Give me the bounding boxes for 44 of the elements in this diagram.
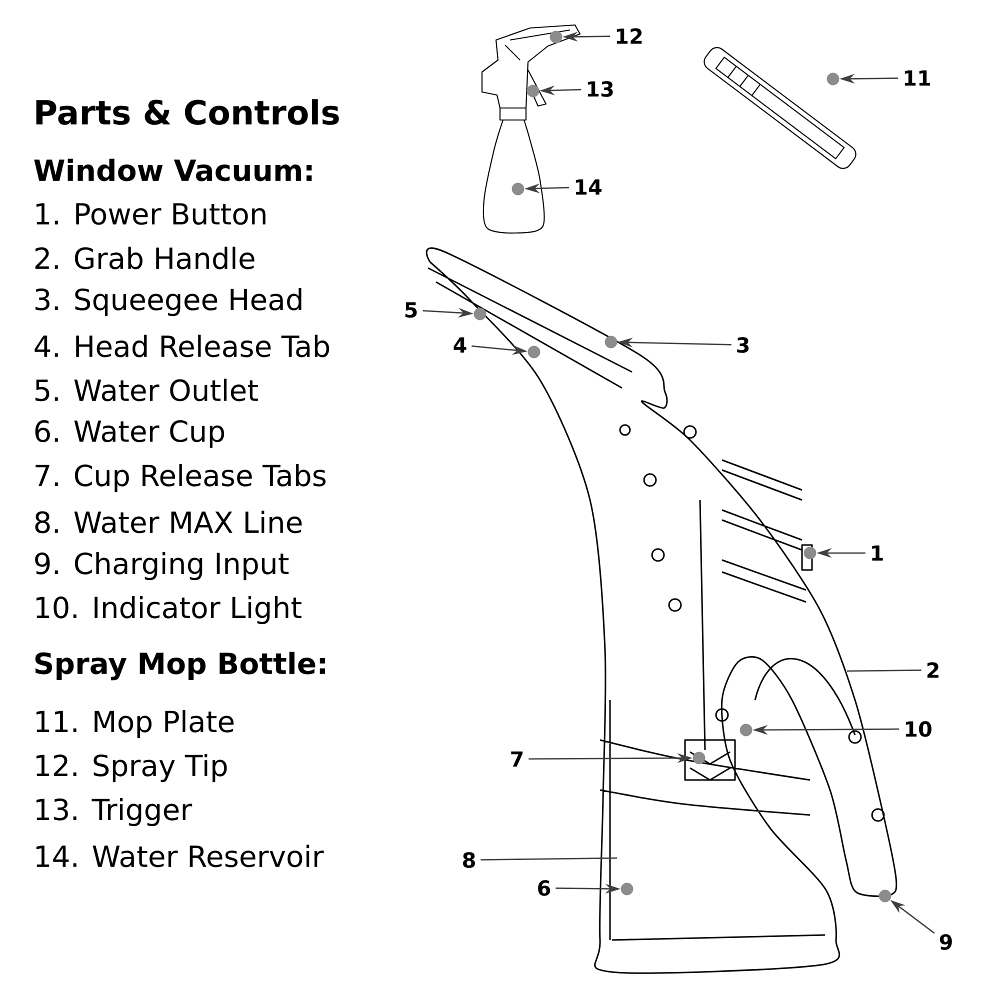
target-dot <box>528 346 540 358</box>
part-label: 8. Water MAX Line <box>35 510 302 534</box>
section-heading: Spray Mop Bottle: <box>35 652 325 680</box>
section-heading: Window Vacuum: <box>34 158 312 182</box>
target-dot <box>804 546 816 560</box>
part-label: 7. Cup Release Tabs <box>36 464 326 492</box>
part-label: 13. Trigger <box>36 798 192 826</box>
callout-number: 13 <box>588 81 613 97</box>
callout-number: 3 <box>737 337 749 353</box>
callout-number: 2 <box>927 662 938 678</box>
part-label: 6. Water Cup <box>35 420 224 448</box>
part-label: 11. Mop Plate <box>36 710 234 738</box>
target-dot <box>620 882 634 896</box>
part-label: 1. Power Button <box>36 203 266 225</box>
part-label: 2. Grab Handle <box>35 246 254 270</box>
part-label: 10. Indicator Light <box>36 596 302 624</box>
leader-line <box>480 857 618 861</box>
callout-number: 9 <box>940 934 952 950</box>
part-label: 9. Charging Input <box>35 552 289 580</box>
callout-number: 12 <box>616 28 642 44</box>
callout-number: 4 <box>454 337 466 353</box>
target-dot <box>740 724 752 736</box>
target-dot <box>692 752 706 764</box>
target-dot <box>550 30 562 44</box>
callout-number: 1 <box>872 545 883 561</box>
part-label: 5. Water Outlet <box>36 378 258 402</box>
part-label: 4. Head Release Tab <box>34 334 330 358</box>
part-label: 14. Water Reservoir <box>36 844 324 868</box>
callout-number: 11 <box>904 70 930 86</box>
target-dot <box>604 336 618 348</box>
callout-number: 7 <box>511 751 523 767</box>
target-dot <box>878 890 892 902</box>
callout-number: 6 <box>538 880 550 896</box>
callout-number: 14 <box>576 179 602 195</box>
callout-number: 10 <box>906 721 932 737</box>
target-dot <box>474 308 486 320</box>
callout-number: 8 <box>463 852 475 868</box>
part-label: 3. Squeegee Head <box>36 288 302 316</box>
leader-line <box>847 669 922 672</box>
target-dot <box>526 84 540 98</box>
target-dot <box>512 182 524 196</box>
heading: Parts & Controls <box>36 99 339 125</box>
part-label: 12. Spray Tip <box>36 754 227 782</box>
callout-number: 5 <box>405 302 417 318</box>
